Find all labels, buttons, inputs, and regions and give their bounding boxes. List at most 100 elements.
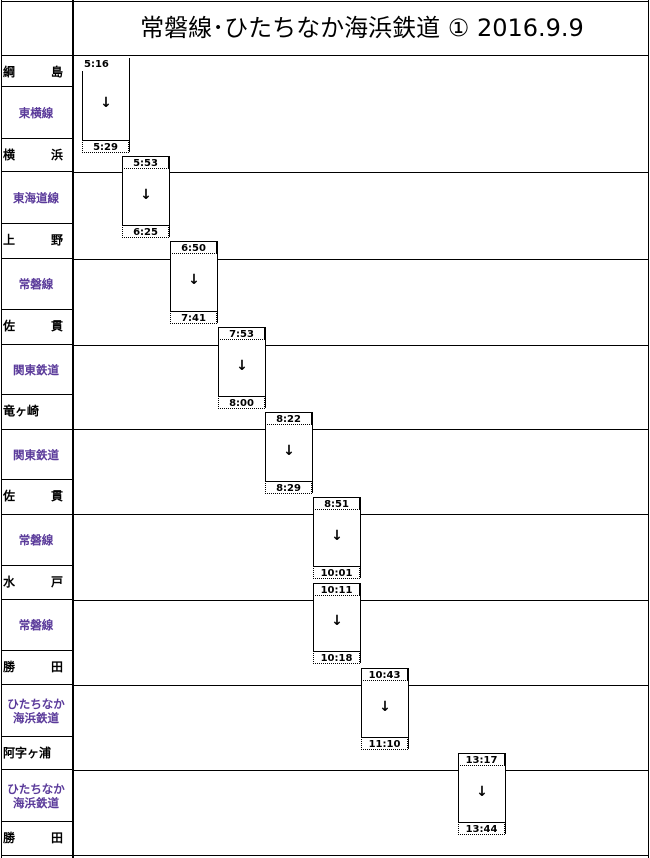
down-arrow-icon: ↓ bbox=[236, 357, 248, 374]
station-name: 佐貫 bbox=[3, 480, 63, 510]
group-divider bbox=[74, 259, 648, 260]
departure-time: 5:53 bbox=[122, 156, 169, 169]
station-char: 勝 bbox=[3, 659, 16, 674]
row-separator bbox=[2, 394, 72, 395]
group-divider bbox=[74, 172, 648, 173]
line-name: 東横線 bbox=[18, 105, 54, 120]
line-name: ひたちなか 海浜鉄道 bbox=[7, 781, 65, 810]
departure-time: 10:43 bbox=[361, 668, 408, 681]
departure-time: 5:16 bbox=[82, 58, 129, 71]
arrival-time: 5:29 bbox=[82, 140, 129, 153]
ride-segment bbox=[82, 58, 130, 152]
station-char: 佐 bbox=[3, 318, 16, 333]
arrival-time: 7:41 bbox=[170, 311, 217, 324]
station-char: 浜 bbox=[50, 147, 63, 162]
row-separator bbox=[2, 223, 72, 224]
group-divider bbox=[74, 345, 648, 346]
row-separator bbox=[2, 821, 72, 822]
line-name: 関東鉄道 bbox=[13, 362, 59, 377]
page-title: 常磐線･ひたちなか海浜鉄道 ① 2016.9.9 bbox=[140, 14, 584, 42]
station-char: 横 bbox=[3, 147, 16, 162]
row-separator bbox=[2, 599, 72, 600]
line-name: 東海道線 bbox=[13, 190, 59, 205]
group-divider bbox=[74, 770, 648, 771]
line-name: ひたちなか 海浜鉄道 bbox=[7, 696, 65, 725]
row-separator bbox=[2, 344, 72, 345]
station-name: 上野 bbox=[3, 224, 63, 254]
row-separator bbox=[2, 138, 72, 139]
station-char: 田 bbox=[50, 830, 63, 845]
row-separator bbox=[2, 514, 72, 515]
departure-time: 10:11 bbox=[313, 583, 360, 596]
down-arrow-icon: ↓ bbox=[331, 527, 343, 544]
station-name: 横浜 bbox=[3, 139, 63, 169]
station-char: 上 bbox=[3, 232, 16, 247]
down-arrow-icon: ↓ bbox=[188, 272, 200, 288]
station-char: 水 bbox=[3, 574, 16, 589]
line-name: 常磐線 bbox=[18, 277, 54, 291]
row-separator bbox=[2, 55, 72, 56]
departure-time: 7:53 bbox=[218, 327, 265, 340]
line-name: 常磐線 bbox=[18, 533, 54, 547]
frame-top bbox=[1, 1, 649, 2]
departure-time: 8:51 bbox=[313, 497, 360, 510]
station-char: 田 bbox=[50, 659, 63, 674]
arrival-time: 11:10 bbox=[361, 737, 408, 750]
frame-right bbox=[648, 0, 649, 858]
arrival-time: 10:18 bbox=[313, 651, 360, 664]
arrival-time: 8:00 bbox=[218, 396, 265, 409]
station-char: 勝 bbox=[3, 830, 16, 845]
row-separator bbox=[2, 650, 72, 651]
down-arrow-icon: ↓ bbox=[283, 442, 295, 459]
frame-bottom bbox=[2, 855, 72, 856]
row-separator bbox=[2, 86, 72, 87]
station-char: 戸 bbox=[50, 574, 63, 589]
column-divider bbox=[72, 0, 74, 858]
ride-segment bbox=[313, 583, 361, 663]
arrival-time: 6:25 bbox=[122, 225, 169, 238]
station-char: 貫 bbox=[50, 488, 63, 503]
down-arrow-icon: ↓ bbox=[140, 186, 152, 203]
station-name: 水戸 bbox=[3, 566, 63, 596]
row-separator bbox=[2, 171, 72, 172]
station-char: 島 bbox=[50, 64, 63, 79]
departure-time: 8:22 bbox=[265, 412, 312, 425]
ride-segment bbox=[313, 497, 361, 578]
station-name: 阿字ヶ浦 bbox=[3, 745, 52, 760]
station-char: 佐 bbox=[3, 488, 16, 503]
frame-left bbox=[1, 0, 2, 858]
row-separator bbox=[2, 258, 72, 259]
group-divider bbox=[74, 514, 648, 515]
station-name: 綱島 bbox=[3, 56, 63, 86]
station-name: 竜ヶ崎 bbox=[3, 403, 40, 418]
row-separator bbox=[2, 736, 72, 737]
row-separator bbox=[2, 684, 72, 685]
station-char: 野 bbox=[50, 232, 63, 247]
down-arrow-icon: ↓ bbox=[379, 698, 391, 715]
station-char: 貫 bbox=[50, 318, 63, 333]
group-divider bbox=[74, 55, 648, 56]
ride-segment bbox=[122, 156, 170, 237]
row-separator bbox=[2, 769, 72, 770]
arrival-time: 8:29 bbox=[265, 481, 312, 494]
down-arrow-icon: ↓ bbox=[100, 95, 112, 111]
row-separator bbox=[2, 565, 72, 566]
row-separator bbox=[2, 479, 72, 480]
group-divider bbox=[74, 855, 648, 856]
down-arrow-icon: ↓ bbox=[476, 783, 488, 800]
departure-time: 13:17 bbox=[458, 753, 505, 766]
down-arrow-icon: ↓ bbox=[331, 613, 343, 629]
row-separator bbox=[2, 309, 72, 310]
line-name: 常磐線 bbox=[18, 618, 54, 632]
line-name: 関東鉄道 bbox=[13, 447, 59, 462]
arrival-time: 13:44 bbox=[458, 822, 505, 835]
station-name: 勝田 bbox=[3, 822, 63, 852]
departure-time: 6:50 bbox=[170, 241, 217, 254]
row-separator bbox=[2, 429, 72, 430]
station-name: 勝田 bbox=[3, 651, 63, 681]
group-divider bbox=[74, 429, 648, 430]
station-char: 綱 bbox=[3, 64, 16, 79]
station-name: 佐貫 bbox=[3, 310, 63, 340]
arrival-time: 10:01 bbox=[313, 566, 360, 579]
